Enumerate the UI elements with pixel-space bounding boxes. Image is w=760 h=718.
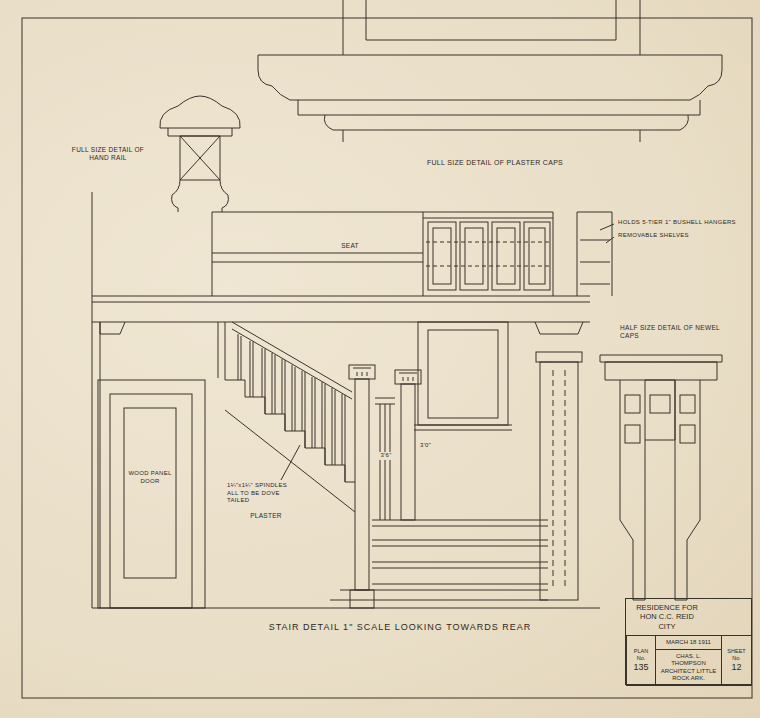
seat-elevation xyxy=(433,228,451,284)
sheet-border xyxy=(22,18,752,698)
architect-box: CHAS. L. THOMPSON ARCHITECT LITTLE ROCK … xyxy=(655,649,722,686)
hand-rail-detail xyxy=(180,136,220,180)
dimension: 3'6" xyxy=(374,452,398,460)
date-box: MARCH 18 1911 xyxy=(655,635,722,650)
detail-title: FULL SIZE DETAIL OF HAND RAIL xyxy=(68,146,148,162)
plaster-cap-detail xyxy=(343,0,640,55)
seat-elevation xyxy=(212,212,553,296)
title-block: RESIDENCE FOR HON C.C. REID CITY PLAN No.… xyxy=(625,598,752,685)
stair-elevation xyxy=(100,322,583,334)
hand-rail-detail xyxy=(160,96,240,128)
stair-elevation xyxy=(355,379,369,590)
stair-elevation xyxy=(330,520,548,600)
seat-elevation xyxy=(460,222,488,290)
seat-elevation xyxy=(577,212,612,296)
stair-elevation xyxy=(399,373,417,381)
hand-rail-detail xyxy=(172,180,229,212)
note: REMOVABLE SHELVES xyxy=(618,232,748,240)
plan-number-box: PLAN No.135 xyxy=(626,635,656,686)
seat-elevation xyxy=(426,242,551,266)
stair-elevation xyxy=(401,384,415,520)
stair-elevation xyxy=(553,370,565,590)
note: 1¼"x1¼" SPINDLES ALL TO BE DOVE TAILED xyxy=(226,482,298,505)
stair-elevation xyxy=(124,408,176,578)
newel-cap-detail xyxy=(600,355,722,600)
note: HOLDS 5-TIER 1" BUSHELL HANGERS xyxy=(618,219,748,227)
newel-cap-detail xyxy=(625,425,640,443)
seat-elevation xyxy=(423,212,553,296)
stair-elevation xyxy=(395,370,421,384)
part-name: PLASTER xyxy=(246,512,286,520)
sheet-number-box: SHEET No.12 xyxy=(721,635,752,686)
title-text: RESIDENCE FOR HON C.C. REID CITY xyxy=(632,603,702,631)
number-text: 135 xyxy=(633,662,648,673)
seat-elevation xyxy=(492,222,520,290)
stair-elevation xyxy=(98,380,205,608)
detail-title: HALF SIZE DETAIL OF NEWEL CAPS xyxy=(620,324,730,340)
seat-elevation xyxy=(92,192,590,322)
part-name: SEAT xyxy=(335,242,365,250)
newel-cap-detail xyxy=(650,395,670,413)
newel-cap-detail xyxy=(620,380,700,600)
stair-elevation xyxy=(536,352,582,362)
plaster-cap-detail xyxy=(258,0,722,142)
hand-rail-detail xyxy=(160,96,240,212)
stair-elevation xyxy=(350,590,374,608)
stair-elevation xyxy=(353,368,371,376)
title-text: SHEET No. xyxy=(724,648,749,662)
stair-elevation xyxy=(349,365,375,379)
detail-title: FULL SIZE DETAIL OF PLASTER CAPS xyxy=(395,159,595,168)
newel-cap-detail xyxy=(680,425,695,443)
stair-elevation xyxy=(110,394,192,608)
stair-elevation xyxy=(92,322,600,608)
plaster-cap-detail xyxy=(298,100,700,115)
seat-elevation xyxy=(428,222,456,290)
plaster-cap-detail xyxy=(324,115,688,130)
seat-elevation xyxy=(465,228,483,284)
stair-elevation xyxy=(92,322,100,608)
stair-elevation xyxy=(238,334,345,482)
stair-elevation xyxy=(218,322,225,380)
title-text: PLAN No. xyxy=(629,648,653,662)
stair-elevation xyxy=(414,425,512,430)
stair-elevation xyxy=(428,330,498,418)
seat-elevation xyxy=(497,228,515,284)
seat-elevation xyxy=(92,192,614,322)
dimension: 3'0" xyxy=(420,442,442,450)
plaster-cap-detail xyxy=(258,55,722,100)
plaster-cap-detail xyxy=(343,130,640,142)
title-text: MARCH 18 1911 xyxy=(666,639,711,647)
title-text: CHAS. L. THOMPSON ARCHITECT LITTLE ROCK … xyxy=(658,653,719,683)
seat-elevation xyxy=(524,222,550,290)
part-name: WOOD PANEL DOOR xyxy=(127,470,173,485)
stair-elevation xyxy=(418,322,508,425)
drawing-caption: STAIR DETAIL 1" SCALE LOOKING TOWARDS RE… xyxy=(220,622,580,633)
seat-elevation xyxy=(600,224,614,243)
hand-rail-detail xyxy=(168,128,232,136)
seat-elevation xyxy=(529,228,545,284)
stair-elevation xyxy=(540,362,578,600)
stair-elevation xyxy=(281,445,300,480)
newel-cap-detail xyxy=(600,355,722,380)
newel-cap-detail xyxy=(625,395,640,413)
newel-cap-detail xyxy=(680,395,695,413)
number-text: 12 xyxy=(731,662,741,673)
